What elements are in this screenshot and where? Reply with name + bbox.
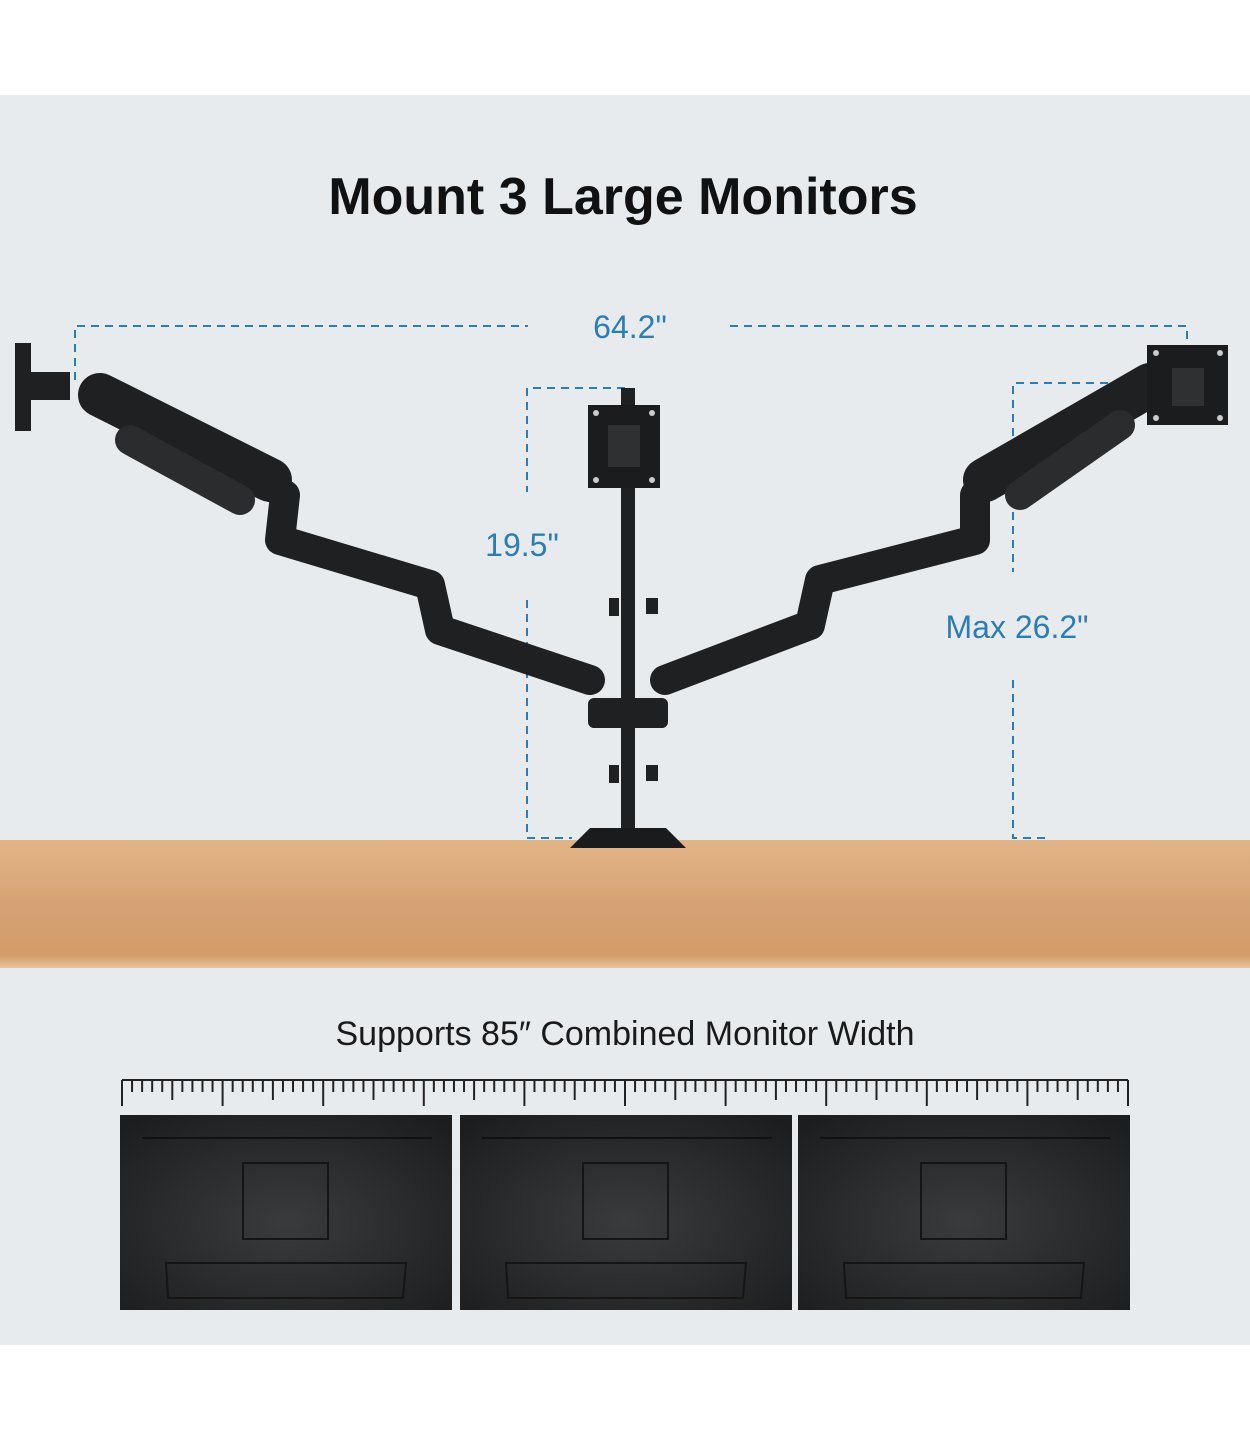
right-vesa-plate: [1147, 345, 1228, 425]
center-vesa-plate: [588, 405, 660, 488]
right-arm: [650, 345, 1228, 695]
subtitle: Supports 85″ Combined Monitor Width: [336, 1015, 915, 1053]
left-arm: [15, 343, 605, 695]
monitor-back-left: [120, 1115, 452, 1310]
monitor-back-right: [798, 1115, 1130, 1310]
title: Mount 3 Large Monitors: [328, 168, 917, 226]
mount-base: [570, 828, 686, 848]
max-height-label: Max 26.2": [946, 609, 1089, 645]
desk: [0, 840, 1250, 968]
pole-height-label: 19.5": [485, 527, 559, 563]
monitor-backs: [120, 1115, 1130, 1310]
width-dimension-label: 64.2": [593, 309, 667, 345]
monitor-mount: [15, 343, 1228, 848]
dimension-lines: [74, 325, 1188, 839]
monitor-back-center: [460, 1115, 792, 1310]
ruler: [121, 1079, 1129, 1106]
